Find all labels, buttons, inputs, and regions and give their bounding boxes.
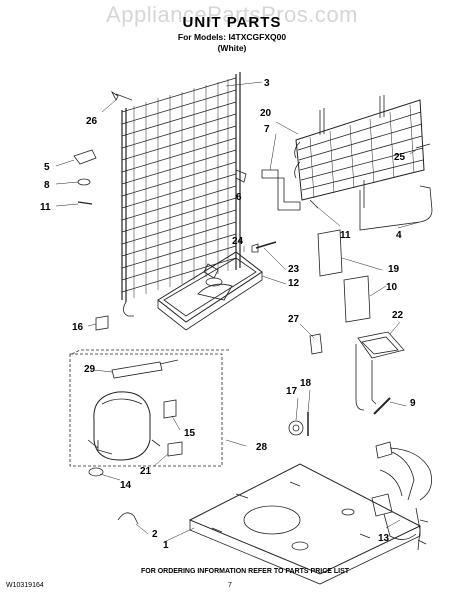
washer-8 <box>77 178 91 186</box>
callout-5: 5 <box>44 162 50 173</box>
callout-7: 7 <box>264 124 270 135</box>
document-number: W10319164 <box>6 582 44 589</box>
ordering-note: FOR ORDERING INFORMATION REFER TO PARTS … <box>140 568 350 575</box>
callout-28: 28 <box>256 442 268 453</box>
screw-26 <box>110 90 133 101</box>
damper-24 <box>203 263 219 279</box>
leader-lines <box>55 81 421 543</box>
evaporator-assembly <box>294 95 425 201</box>
base-plate <box>188 463 422 585</box>
callout-18: 18 <box>300 378 312 389</box>
mounting-bracket <box>261 169 301 211</box>
callout-26: 26 <box>86 116 98 127</box>
model-number: For Models: I4TXCGFXQ00 <box>177 32 287 42</box>
callout-15: 15 <box>184 428 196 439</box>
screw-25 <box>415 143 431 149</box>
callout-23: 23 <box>288 264 300 275</box>
callout-12: 12 <box>288 278 300 289</box>
callout-2: 2 <box>152 529 158 540</box>
callout-11-right: 11 <box>340 230 351 241</box>
callout-14: 14 <box>120 480 132 491</box>
insulation-pad-10 <box>343 275 371 323</box>
callout-16: 16 <box>72 322 84 333</box>
page-number: 7 <box>228 582 232 589</box>
callout-11-left: 11 <box>40 202 51 213</box>
callout-10: 10 <box>386 282 398 293</box>
bolt-23 <box>255 241 277 249</box>
callout-19: 19 <box>388 264 400 275</box>
callout-25: 25 <box>394 152 406 163</box>
watermark: AppliancePartsPros.com <box>106 2 358 27</box>
callout-6: 6 <box>236 192 242 203</box>
clip-27 <box>309 333 323 355</box>
grommet-14 <box>88 467 104 477</box>
overload-15 <box>163 399 177 419</box>
callout-4: 4 <box>396 230 402 241</box>
callout-21: 21 <box>140 466 152 477</box>
clip-2 <box>117 512 139 525</box>
callout-8: 8 <box>44 180 50 191</box>
relay-21 <box>167 441 183 457</box>
callout-13: 13 <box>378 533 390 544</box>
compressor <box>87 391 161 461</box>
screw-6 <box>235 169 247 183</box>
clip-5 <box>73 149 97 165</box>
callout-3: 3 <box>264 78 270 89</box>
tube-9 <box>373 397 391 415</box>
callout-1: 1 <box>163 540 169 551</box>
model-color: (White) <box>217 43 247 53</box>
screw-11 <box>77 201 93 205</box>
compressor-group-outline <box>69 353 223 467</box>
callout-27: 27 <box>288 314 300 325</box>
condenser-tube <box>359 185 433 231</box>
callout-20: 20 <box>260 108 272 119</box>
grommet-17 <box>288 420 304 436</box>
capacitor-29 <box>111 361 163 379</box>
callout-17: 17 <box>286 386 298 397</box>
condenser-coil <box>121 72 241 317</box>
suction-line <box>355 331 405 411</box>
callout-9: 9 <box>410 398 416 409</box>
diagram-title: UNIT PARTS <box>182 14 282 31</box>
insulation-pad-19 <box>317 229 343 277</box>
callout-29: 29 <box>84 364 96 375</box>
drain-pan <box>157 251 263 331</box>
callout-22: 22 <box>392 310 404 321</box>
callout-24: 24 <box>232 236 244 247</box>
clip-16 <box>95 315 109 331</box>
